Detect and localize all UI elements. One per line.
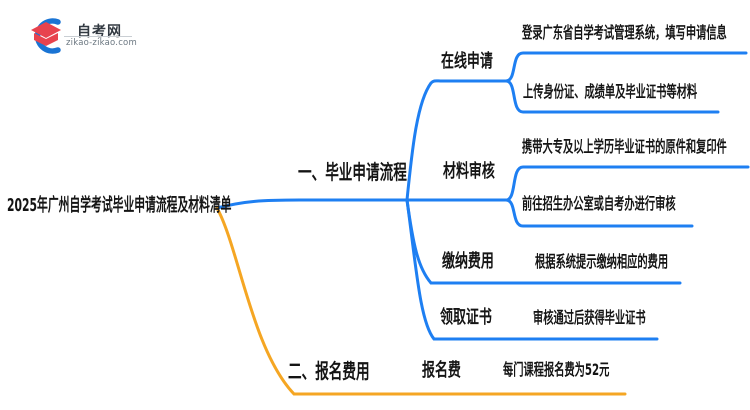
leaf-fee-per-course: 每门课程报名费为52元 (503, 360, 610, 379)
branch-fees-label: 二、报名费用 (288, 359, 370, 383)
link-review-to-leaf-office (504, 198, 694, 228)
leaf-upload-materials: 上传身份证、成绩单及毕业证书等材料 (523, 82, 698, 101)
branch-process-label: 一、毕业申请流程 (298, 160, 407, 184)
leaf-bring-originals: 携带大专及以上学历毕业证书的原件和复印件 (522, 137, 727, 156)
node-online-application: 在线申请 (441, 51, 493, 72)
link-process-to-online (405, 79, 508, 202)
link-online-to-leaf-login (504, 51, 748, 83)
link-root-to-process (215, 198, 508, 210)
link-online-to-leaf-upload (504, 79, 720, 114)
node-registration-fee: 报名费 (422, 360, 461, 381)
link-review-to-leaf-originals (504, 165, 750, 202)
leaf-go-to-office: 前往招生办公室或自考办进行审核 (522, 194, 676, 213)
leaf-get-diploma: 审核通过后获得毕业证书 (533, 308, 646, 327)
leaf-login-system: 登录广东省自学考试管理系统，填写申请信息 (522, 23, 727, 42)
logo-domain: zikao-zikao.com (66, 38, 137, 48)
mindmap-root-title: 2025年广州自学考试毕业申请流程及材料清单 (7, 195, 232, 216)
link-root-to-fees (215, 206, 627, 396)
logo-graduation-cap-icon (31, 18, 61, 54)
link-process-to-certificate (405, 198, 659, 341)
node-receive-certificate: 领取证书 (440, 307, 492, 328)
node-pay-fees: 缴纳费用 (442, 251, 494, 272)
node-material-review: 材料审核 (443, 161, 495, 182)
logo-divider (64, 36, 132, 37)
site-logo: 自考网 zikao-zikao.com (0, 0, 160, 60)
leaf-pay-per-system: 根据系统提示缴纳相应的费用 (535, 252, 669, 271)
